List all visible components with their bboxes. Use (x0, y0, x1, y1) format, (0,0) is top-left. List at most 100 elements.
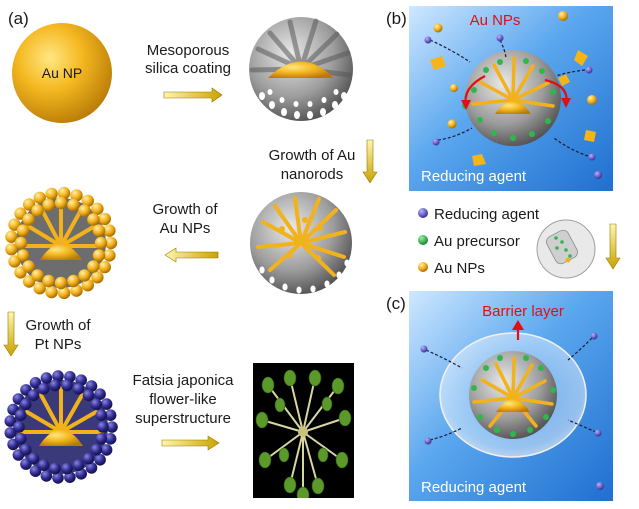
step4-label-line2: Pt NPs (35, 336, 82, 353)
legend-reducing-agent-label: Reducing agent (434, 206, 540, 223)
bead (42, 274, 55, 288)
bead (94, 388, 106, 401)
step4-label-line1: Growth of (25, 317, 91, 334)
bead (54, 196, 68, 210)
bead (100, 444, 113, 456)
bead (16, 224, 30, 237)
legend-item-au-precursor: Au precursor (418, 233, 520, 250)
bead (72, 459, 85, 472)
bead (22, 213, 35, 226)
au-np-sphere: Au NP (12, 23, 112, 123)
bead (16, 249, 30, 262)
bead (67, 274, 80, 288)
arrow-down-1-icon (362, 139, 378, 184)
bead (81, 279, 95, 292)
bead (54, 276, 68, 290)
bead (103, 224, 116, 237)
panel-b-reducing-agent-label: Reducing agent (421, 168, 527, 185)
bead (31, 269, 44, 282)
bead (27, 389, 40, 402)
bead (90, 443, 103, 456)
bead (19, 443, 32, 456)
bead (85, 462, 98, 474)
bead (29, 465, 42, 478)
bead (4, 415, 17, 427)
bead (14, 433, 27, 445)
au-np-label: Au NP (42, 65, 82, 81)
bead (42, 198, 55, 212)
bead (92, 249, 106, 262)
bead (87, 213, 100, 226)
bead (103, 249, 116, 262)
bead (57, 186, 71, 200)
step5-label-line3: superstructure (135, 410, 231, 427)
bead (78, 204, 91, 217)
step5-label-line2: flower-like (149, 391, 217, 408)
arrow-down-2-icon (3, 311, 19, 357)
legend: Reducing agent Au precursor Au NPs (418, 206, 621, 279)
legend-au-precursor-label: Au precursor (434, 233, 520, 250)
bead (31, 204, 44, 217)
legend-item-au-nps: Au NPs (418, 260, 485, 277)
bead (27, 452, 40, 465)
legend-item-reducing-agent: Reducing agent (418, 206, 540, 223)
bead (97, 421, 109, 433)
panel-c-label: (c) (386, 294, 406, 313)
bead (61, 379, 73, 392)
schematic-sphere-icon (536, 219, 596, 279)
bead (5, 243, 18, 256)
arrow-right-2-icon (161, 435, 220, 451)
panel-b-label: (b) (386, 9, 407, 28)
bead (33, 191, 46, 204)
bead (98, 212, 112, 226)
bead (37, 459, 50, 472)
pt-np-decorated-sphere (14, 380, 108, 474)
bead (70, 284, 83, 297)
bead (94, 454, 106, 466)
pt-np-beads (4, 370, 118, 484)
bead (104, 409, 117, 422)
arrow-down-3-icon (605, 223, 621, 270)
step5-label-line1: Fatsia japonica (133, 372, 235, 389)
bead (22, 260, 35, 273)
panel-b-box: Au NPs Reducing agent (409, 6, 613, 191)
step1-label-line1: Mesoporous (147, 42, 230, 59)
bead (100, 398, 113, 410)
bead (19, 398, 32, 411)
bead (70, 189, 83, 202)
bead (49, 462, 61, 475)
bead (61, 462, 73, 475)
bead (14, 409, 27, 422)
panel-c-reducing-agent-label: Reducing agent (421, 479, 527, 496)
bead (91, 202, 104, 215)
bead (90, 398, 103, 411)
step2-label-line1: Growth of Au (269, 147, 356, 164)
bead (104, 236, 118, 250)
bead (106, 421, 118, 433)
bead (81, 194, 95, 207)
bead (14, 236, 28, 250)
bead (13, 421, 25, 433)
bead (67, 198, 80, 212)
step1-label-line2: silica coating (145, 60, 231, 77)
silica-with-au-nanorods-sphere (250, 192, 352, 294)
panel-c-box: Barrier layer Reducing agent (409, 291, 613, 501)
panel-c-barrier-layer-label: Barrier layer (482, 303, 564, 320)
bead (5, 230, 18, 243)
step3-label-line2: Au NPs (160, 220, 211, 237)
au-np-beads (5, 186, 118, 300)
mesoporous-silica-sphere (249, 17, 353, 121)
legend-au-nps-label: Au NPs (434, 260, 485, 277)
bead (91, 271, 104, 284)
bead (33, 282, 46, 295)
bead (52, 370, 64, 382)
bead (57, 286, 71, 300)
bead (87, 260, 100, 273)
bead (82, 452, 95, 465)
bead (95, 433, 108, 445)
bead (37, 383, 50, 395)
bead (40, 372, 53, 384)
bead (45, 187, 58, 201)
bead (98, 260, 112, 274)
